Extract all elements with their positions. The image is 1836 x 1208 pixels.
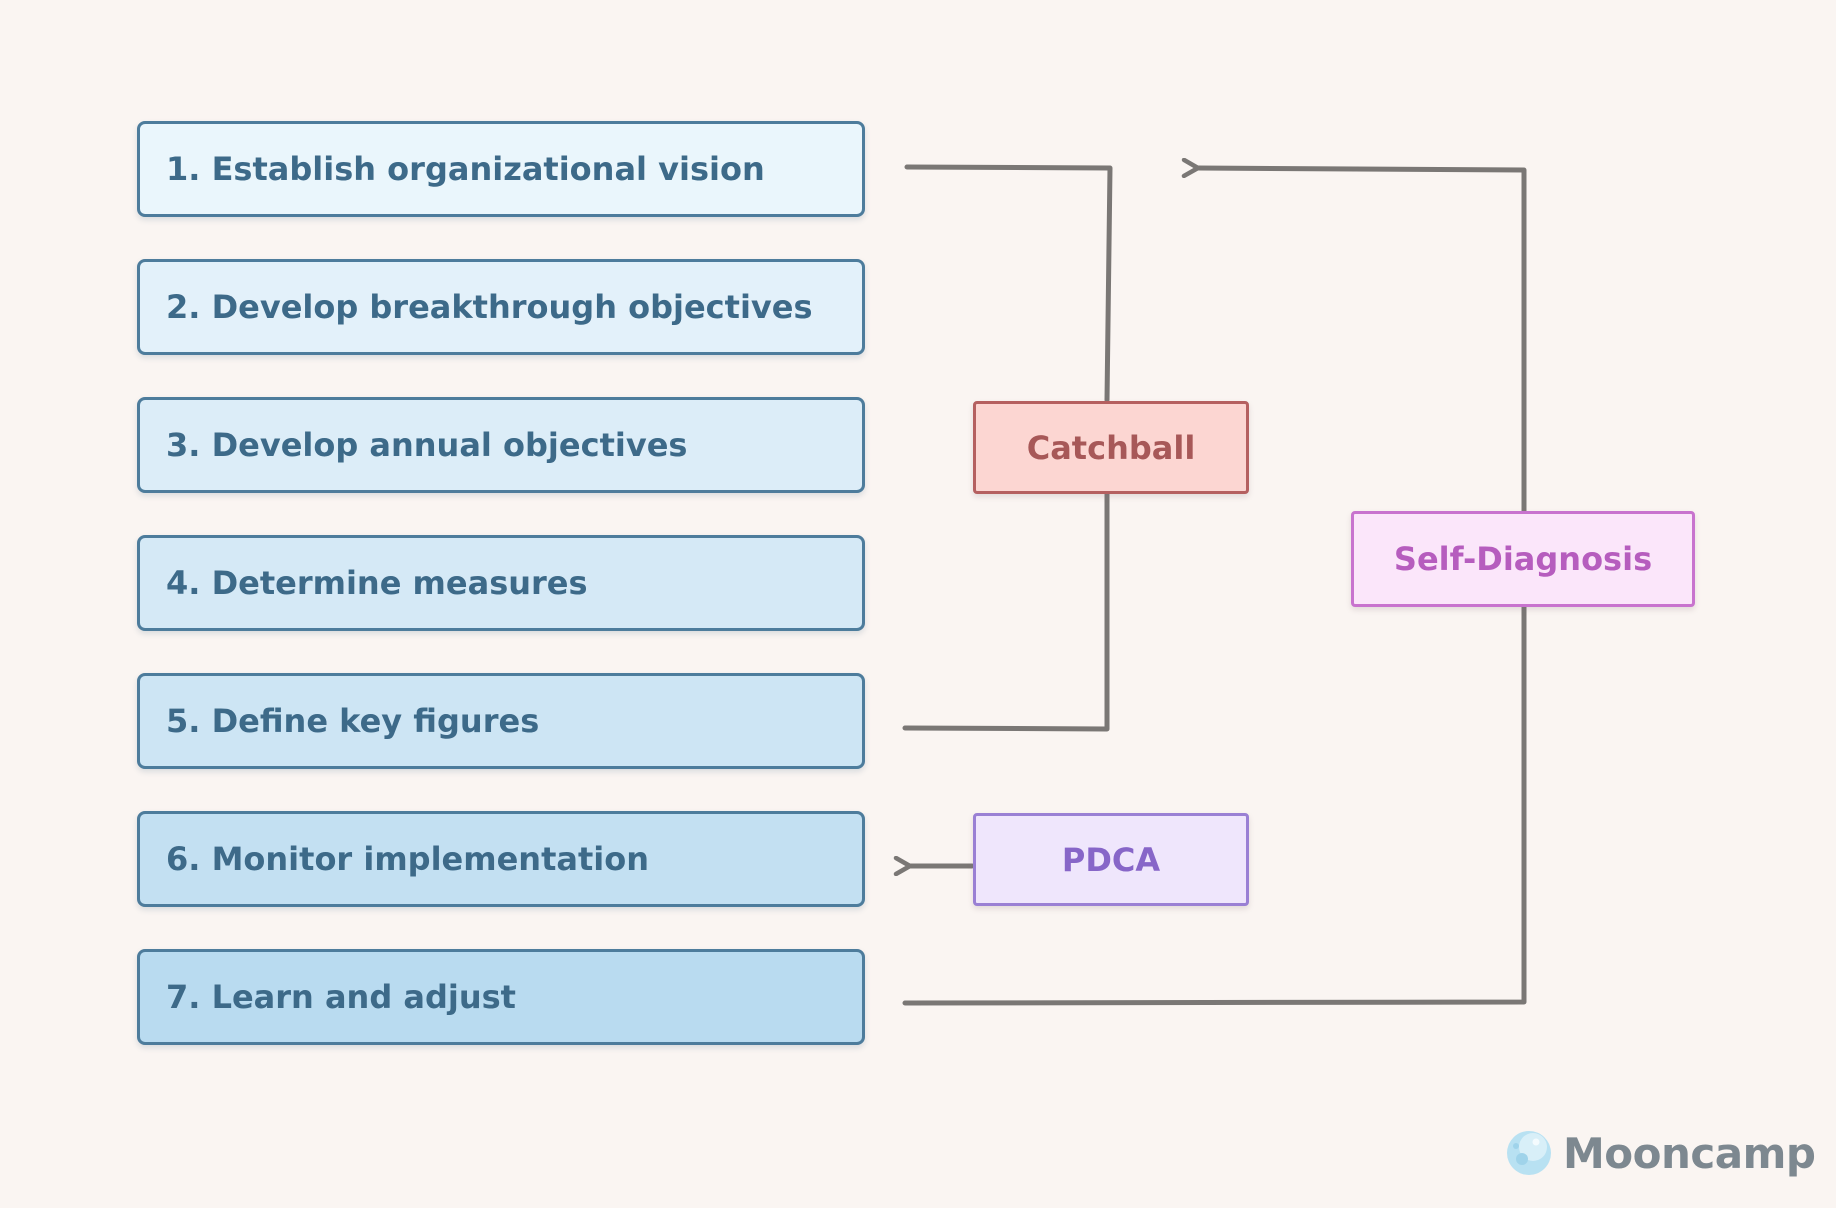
step-box-5: 5. Define key figures [137, 673, 865, 769]
step-box-2: 2. Develop breakthrough objectives [137, 259, 865, 355]
step-label: 5. Define key figures [166, 702, 540, 740]
self-diagnosis-label: Self-Diagnosis [1393, 540, 1653, 578]
catchball-label: Catchball [1026, 428, 1196, 467]
self-diagnosis-connector [902, 168, 1527, 1006]
step-box-3: 3. Develop annual objectives [137, 397, 865, 493]
brand-logo: Mooncamp [1505, 1127, 1816, 1179]
moon-icon [1507, 1131, 1551, 1175]
pdca-label: PDCA [1061, 840, 1161, 879]
step-label: 4. Determine measures [166, 564, 588, 602]
step-label: 2. Develop breakthrough objectives [166, 288, 813, 326]
step-label: 6. Monitor implementation [166, 840, 649, 878]
step-box-6: 6. Monitor implementation [137, 811, 865, 907]
step-label: 7. Learn and adjust [166, 978, 516, 1016]
step-box-1: 1. Establish organizational vision [137, 121, 865, 217]
catchball-connector [902, 164, 1113, 732]
pdca-box: PDCA [973, 813, 1249, 906]
step-box-4: 4. Determine measures [137, 535, 865, 631]
self-diagnosis-box: Self-Diagnosis [1351, 511, 1695, 607]
catchball-box: Catchball [973, 401, 1249, 494]
brand-name: Mooncamp [1563, 1128, 1816, 1178]
step-label: 1. Establish organizational vision [166, 150, 765, 188]
step-box-7: 7. Learn and adjust [137, 949, 865, 1045]
step-label: 3. Develop annual objectives [166, 426, 688, 464]
